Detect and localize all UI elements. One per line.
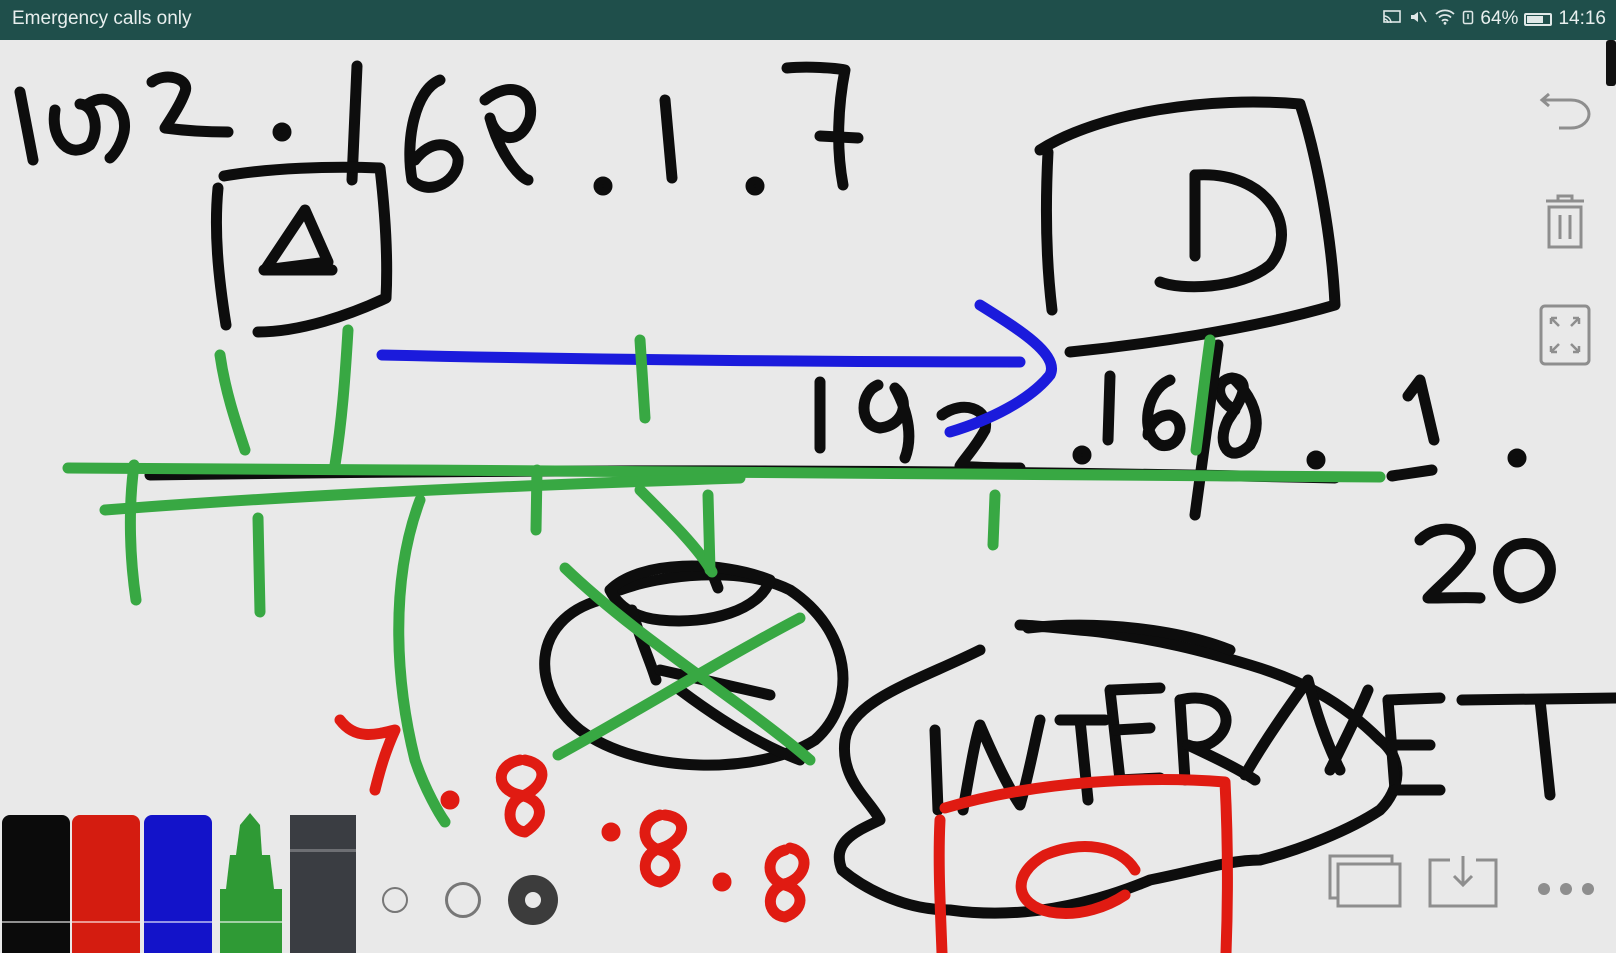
blue-marker[interactable] xyxy=(144,815,212,953)
wifi-icon xyxy=(1434,9,1456,30)
red-marker[interactable] xyxy=(72,815,140,953)
red-ink xyxy=(334,714,1233,953)
pages-icon xyxy=(1328,854,1402,914)
clear-canvas-button[interactable] xyxy=(1532,190,1598,256)
battery-icon xyxy=(1524,12,1553,26)
cast-icon xyxy=(1382,9,1402,30)
mute-icon xyxy=(1408,9,1428,30)
black-ink xyxy=(14,60,1616,919)
fullscreen-button[interactable] xyxy=(1532,304,1598,370)
carrier-status: Emergency calls only xyxy=(12,8,192,29)
brush-size-medium[interactable] xyxy=(445,882,481,918)
battery-percent: 64% xyxy=(1480,8,1519,29)
download-icon xyxy=(1428,856,1498,914)
status-bar: Emergency calls only 64% 14:16 xyxy=(0,0,1616,40)
pages-button[interactable] xyxy=(1328,854,1402,915)
bottom-toolbar xyxy=(0,813,1616,953)
undo-button[interactable] xyxy=(1532,80,1598,146)
green-marker[interactable] xyxy=(214,813,288,953)
status-icons: 64% 14:16 xyxy=(1382,8,1606,30)
brush-size-large-selected[interactable] xyxy=(508,875,558,925)
eraser[interactable] xyxy=(290,815,356,953)
brush-size-small[interactable] xyxy=(382,887,408,913)
battery-saver-icon xyxy=(1462,9,1474,30)
fullscreen-icon xyxy=(1537,302,1593,373)
black-marker[interactable] xyxy=(2,815,70,953)
drawing-canvas[interactable] xyxy=(0,40,1616,953)
clock-time: 14:16 xyxy=(1558,8,1606,29)
scrollbar-thumb[interactable] xyxy=(1606,40,1616,86)
download-button[interactable] xyxy=(1428,854,1498,915)
undo-icon xyxy=(1535,86,1595,141)
trash-icon xyxy=(1540,189,1590,258)
battery-level-fill xyxy=(1527,15,1543,23)
blue-ink xyxy=(376,299,1057,438)
more-icon xyxy=(1536,883,1596,900)
more-options-button[interactable] xyxy=(1536,882,1596,901)
green-ink xyxy=(62,324,1386,828)
